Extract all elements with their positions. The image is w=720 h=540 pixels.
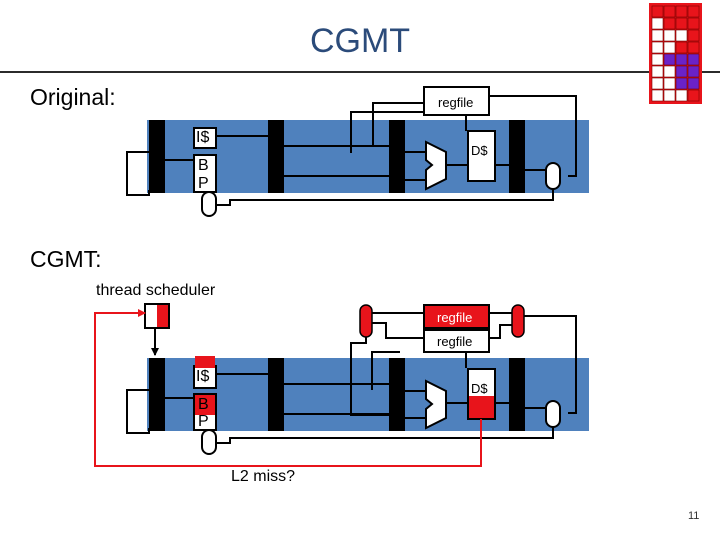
thread-grid-cell xyxy=(687,17,700,30)
thread-grid-cell xyxy=(663,53,676,66)
thread-grid-cell xyxy=(663,29,676,42)
thread-grid-cell xyxy=(687,65,700,78)
original-regfile-label: regfile xyxy=(438,95,474,110)
original-wire xyxy=(350,111,424,153)
cgmt-wire xyxy=(126,389,150,434)
cgmt-dcache-miss xyxy=(469,396,494,418)
cgmt-regfile-label-1: regfile xyxy=(437,310,473,325)
thread-grid-cell xyxy=(687,41,700,54)
original-wire xyxy=(372,102,424,146)
original-pc-mux xyxy=(201,191,217,217)
thread-grid-cell xyxy=(663,65,676,78)
cgmt-wire xyxy=(524,315,577,414)
thread-scheduler-label: thread scheduler xyxy=(96,282,216,299)
thread-grid-cell xyxy=(663,89,676,102)
cgmt-wire xyxy=(216,427,554,444)
thread-grid-cell xyxy=(675,5,688,18)
thread-grid-cell xyxy=(687,77,700,90)
thread-grid-cell xyxy=(663,77,676,90)
thread-grid-cell xyxy=(651,89,664,102)
cgmt-latch xyxy=(389,358,405,431)
thread-grid-cell xyxy=(651,41,664,54)
thread-grid xyxy=(649,3,702,104)
thread-grid-cell xyxy=(663,17,676,30)
cgmt-latch xyxy=(268,358,284,431)
l2-miss-feedback-wire xyxy=(94,309,482,467)
cgmt-wire xyxy=(489,324,512,339)
thread-grid-cell xyxy=(675,41,688,54)
thread-grid-cell xyxy=(675,77,688,90)
original-bp-label-b: B xyxy=(198,157,209,174)
cgmt-latch xyxy=(509,358,525,431)
cgmt-regfile-box-2 xyxy=(423,329,490,353)
thread-scheduler-active xyxy=(157,305,168,327)
thread-grid-cell xyxy=(651,65,664,78)
cgmt-icache-label: I$ xyxy=(196,368,210,385)
original-wire xyxy=(489,95,577,177)
original-latch xyxy=(389,120,405,193)
original-pipeline xyxy=(126,86,589,217)
thread-grid-cell xyxy=(687,29,700,42)
original-icache-label: I$ xyxy=(196,129,210,146)
original-latch xyxy=(149,120,165,193)
original-dcache-label: D$ xyxy=(471,143,488,158)
original-wb-mux xyxy=(545,162,561,190)
thread-grid-cell xyxy=(663,41,676,54)
cgmt-dcache-label: D$ xyxy=(471,381,488,396)
cgmt-bp-label-b: B xyxy=(198,396,209,413)
original-bp-box xyxy=(193,154,217,193)
cgmt-regfile-box-1 xyxy=(423,304,490,329)
original-latch xyxy=(509,120,525,193)
cgmt-wb-mux xyxy=(545,400,561,428)
cgmt-icache-state xyxy=(195,356,215,368)
cgmt-regfile-select-left xyxy=(359,304,373,338)
cgmt-wire xyxy=(372,322,424,339)
thread-grid-cell xyxy=(687,89,700,102)
cgmt-bp-label-p: P xyxy=(198,413,209,430)
cgmt-latch xyxy=(149,358,165,431)
original-bp-label-p: P xyxy=(198,175,209,192)
original-wire xyxy=(216,189,554,206)
original-regfile-box xyxy=(423,86,490,116)
l2-miss-label: L2 miss? xyxy=(231,468,296,485)
slide-title: CGMT xyxy=(309,22,411,60)
original-dcache-box xyxy=(467,130,496,182)
page-number: 11 xyxy=(688,510,700,522)
original-heading: Original: xyxy=(30,84,116,110)
cgmt-heading: CGMT: xyxy=(30,246,102,272)
original-icache-box xyxy=(193,127,217,149)
cgmt-pipeline xyxy=(94,303,589,467)
thread-grid-cell xyxy=(651,77,664,90)
thread-grid-cell xyxy=(675,17,688,30)
thread-grid-cell xyxy=(651,17,664,30)
thread-grid-cell xyxy=(663,5,676,18)
cgmt-wire xyxy=(371,351,400,390)
cgmt-pc-mux xyxy=(201,429,217,455)
thread-grid-cell xyxy=(675,53,688,66)
thread-grid-cell xyxy=(687,53,700,66)
thread-grid-cell xyxy=(687,5,700,18)
original-wire xyxy=(126,151,150,196)
thread-grid-cell xyxy=(675,89,688,102)
cgmt-bp-state xyxy=(195,395,215,415)
thread-grid-cell xyxy=(651,53,664,66)
thread-grid-cell xyxy=(651,5,664,18)
cgmt-regfile-label-2: regfile xyxy=(437,334,473,349)
cgmt-regfile-select-right xyxy=(511,304,525,338)
original-latch xyxy=(268,120,284,193)
thread-grid-cell xyxy=(651,29,664,42)
thread-grid-cell xyxy=(675,29,688,42)
thread-grid-cell xyxy=(675,65,688,78)
